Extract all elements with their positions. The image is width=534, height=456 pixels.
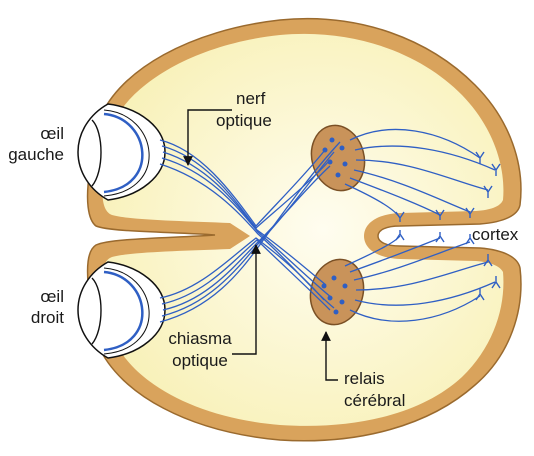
relay-bottom	[309, 258, 365, 326]
brain-outline	[86, 17, 522, 442]
left-eye-label-1: œil	[40, 124, 64, 143]
cortex-terminals	[395, 151, 501, 301]
right-eye-label-1: œil	[40, 287, 64, 306]
brain-interior	[102, 33, 504, 426]
arrow-icon	[321, 331, 338, 381]
arrow-icon	[183, 109, 232, 166]
arrow-icon	[232, 244, 261, 355]
optic-nerve-label-1: nerf	[236, 89, 266, 108]
cortex-label: cortex	[472, 225, 519, 244]
relay-label-2: cérébral	[344, 391, 405, 410]
chiasm-label-1: chiasma	[168, 329, 232, 348]
chiasm-label-2: optique	[172, 351, 228, 370]
optic-nerve-label-2: optique	[216, 111, 272, 130]
right-eye-label-2: droit	[31, 308, 64, 327]
eye-left	[77, 103, 166, 201]
left-eye-label-2: gauche	[8, 145, 64, 164]
relay-neurons	[321, 137, 348, 315]
eye-right	[77, 261, 166, 359]
relay-label-1: relais	[344, 369, 385, 388]
pointer-lines	[183, 109, 338, 381]
